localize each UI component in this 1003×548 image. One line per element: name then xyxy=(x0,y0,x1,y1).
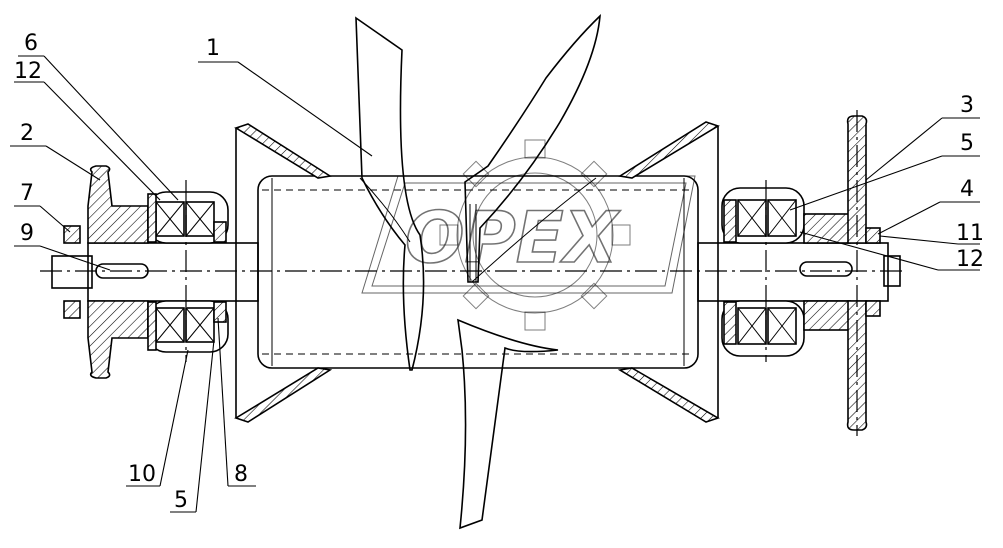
left-fins xyxy=(234,123,333,423)
callout-11: 11 xyxy=(956,221,984,246)
callout-5-right: 5 xyxy=(960,131,974,156)
left-hub xyxy=(63,165,229,379)
callout-12-left: 12 xyxy=(14,59,42,84)
callout-3: 3 xyxy=(960,93,974,118)
callout-2: 2 xyxy=(20,121,34,146)
callout-4: 4 xyxy=(960,177,974,202)
leader-lines xyxy=(10,55,980,513)
callouts: 1 6 12 2 7 9 10 5 8 3 5 4 11 12 xyxy=(14,31,984,513)
callout-9: 9 xyxy=(20,221,34,246)
right-fins xyxy=(617,121,720,423)
callout-10: 10 xyxy=(128,462,156,487)
callout-6: 6 xyxy=(24,31,38,56)
callout-12-right: 12 xyxy=(956,247,984,272)
watermark-text: OPEX xyxy=(405,197,621,279)
right-hub xyxy=(721,115,881,431)
blades xyxy=(355,13,601,530)
callout-1: 1 xyxy=(206,36,220,61)
callout-8: 8 xyxy=(234,462,248,487)
callout-5-bottom: 5 xyxy=(174,488,188,513)
callout-7: 7 xyxy=(20,181,34,206)
